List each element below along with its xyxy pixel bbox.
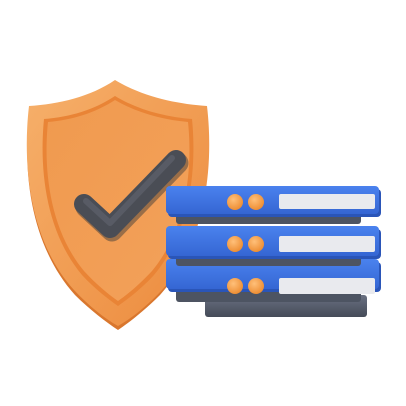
server-led-icon [248,278,264,294]
server-led-icon [248,194,264,210]
server-led-icon [227,194,243,210]
shield-icon [26,80,210,330]
server-unit-1 [166,186,381,224]
server-slot [279,236,375,252]
server-slot [279,278,375,294]
server-rack-icon [166,186,381,317]
server-led-icon [227,236,243,252]
server-led-icon [227,278,243,294]
server-unit-2 [166,226,381,266]
server-slot [279,194,375,209]
server-unit-3 [166,259,381,302]
server-led-icon [248,236,264,252]
checkmark-icon [74,150,189,242]
